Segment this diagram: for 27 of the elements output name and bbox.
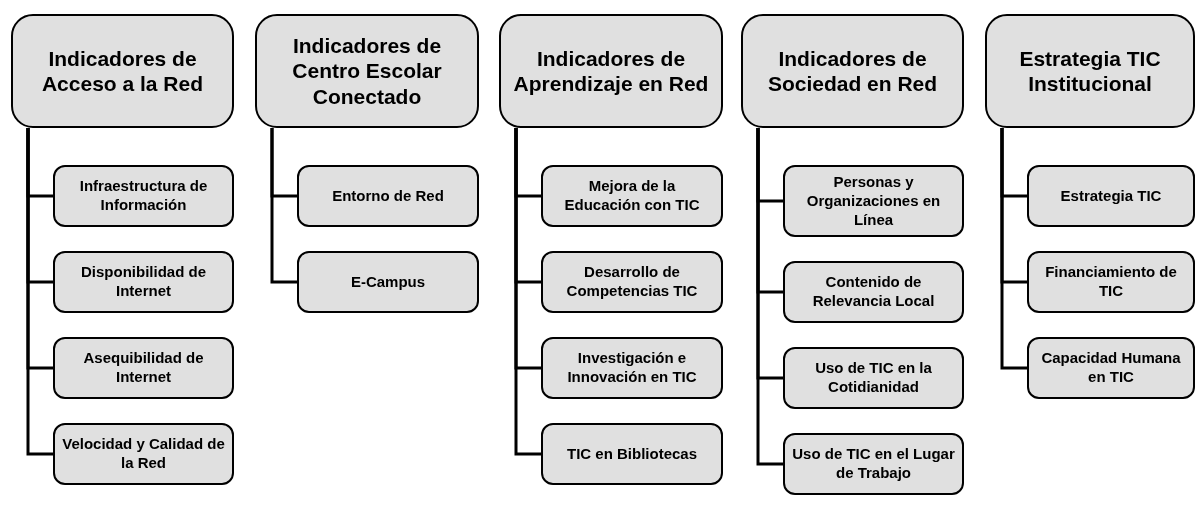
connector-line	[1000, 128, 1027, 370]
indicator-box: Asequibilidad de Internet	[53, 337, 234, 399]
connector-line	[270, 128, 297, 284]
indicator-box: Contenido de Relevancia Local	[783, 261, 964, 323]
category-box: Indicadores de Aprendizaje en Red	[499, 14, 723, 128]
connector-line	[26, 128, 53, 456]
indicator-box: Disponibilidad de Internet	[53, 251, 234, 313]
indicator-box: Personas y Organizaciones en Línea	[783, 165, 964, 238]
connector-line	[756, 128, 783, 466]
indicator-box: Financiamiento de TIC	[1027, 251, 1195, 313]
category-box: Estrategia TIC Institucional	[985, 14, 1195, 128]
indicator-box: Capacidad Humana en TIC	[1027, 337, 1195, 399]
indicator-box: Uso de TIC en la Cotidianidad	[783, 347, 964, 409]
indicator-box: E-Campus	[297, 251, 479, 313]
connector-line	[514, 128, 541, 456]
indicator-box: Investigación e Innovación en TIC	[541, 337, 723, 399]
indicator-box: Entorno de Red	[297, 165, 479, 227]
category-box: Indicadores de Acceso a la Red	[11, 14, 234, 128]
indicator-box: Uso de TIC en el Lugar de Trabajo	[783, 433, 964, 495]
category-box: Indicadores de Sociedad en Red	[741, 14, 964, 128]
indicator-box: Mejora de la Educación con TIC	[541, 165, 723, 227]
indicator-box: Infraestructura de Información	[53, 165, 234, 227]
indicator-box: Velocidad y Calidad de la Red	[53, 423, 234, 485]
category-box: Indicadores de Centro Escolar Conectado	[255, 14, 479, 128]
indicator-box: Estrategia TIC	[1027, 165, 1195, 227]
indicator-box: Desarrollo de Competencias TIC	[541, 251, 723, 313]
indicator-box: TIC en Bibliotecas	[541, 423, 723, 485]
